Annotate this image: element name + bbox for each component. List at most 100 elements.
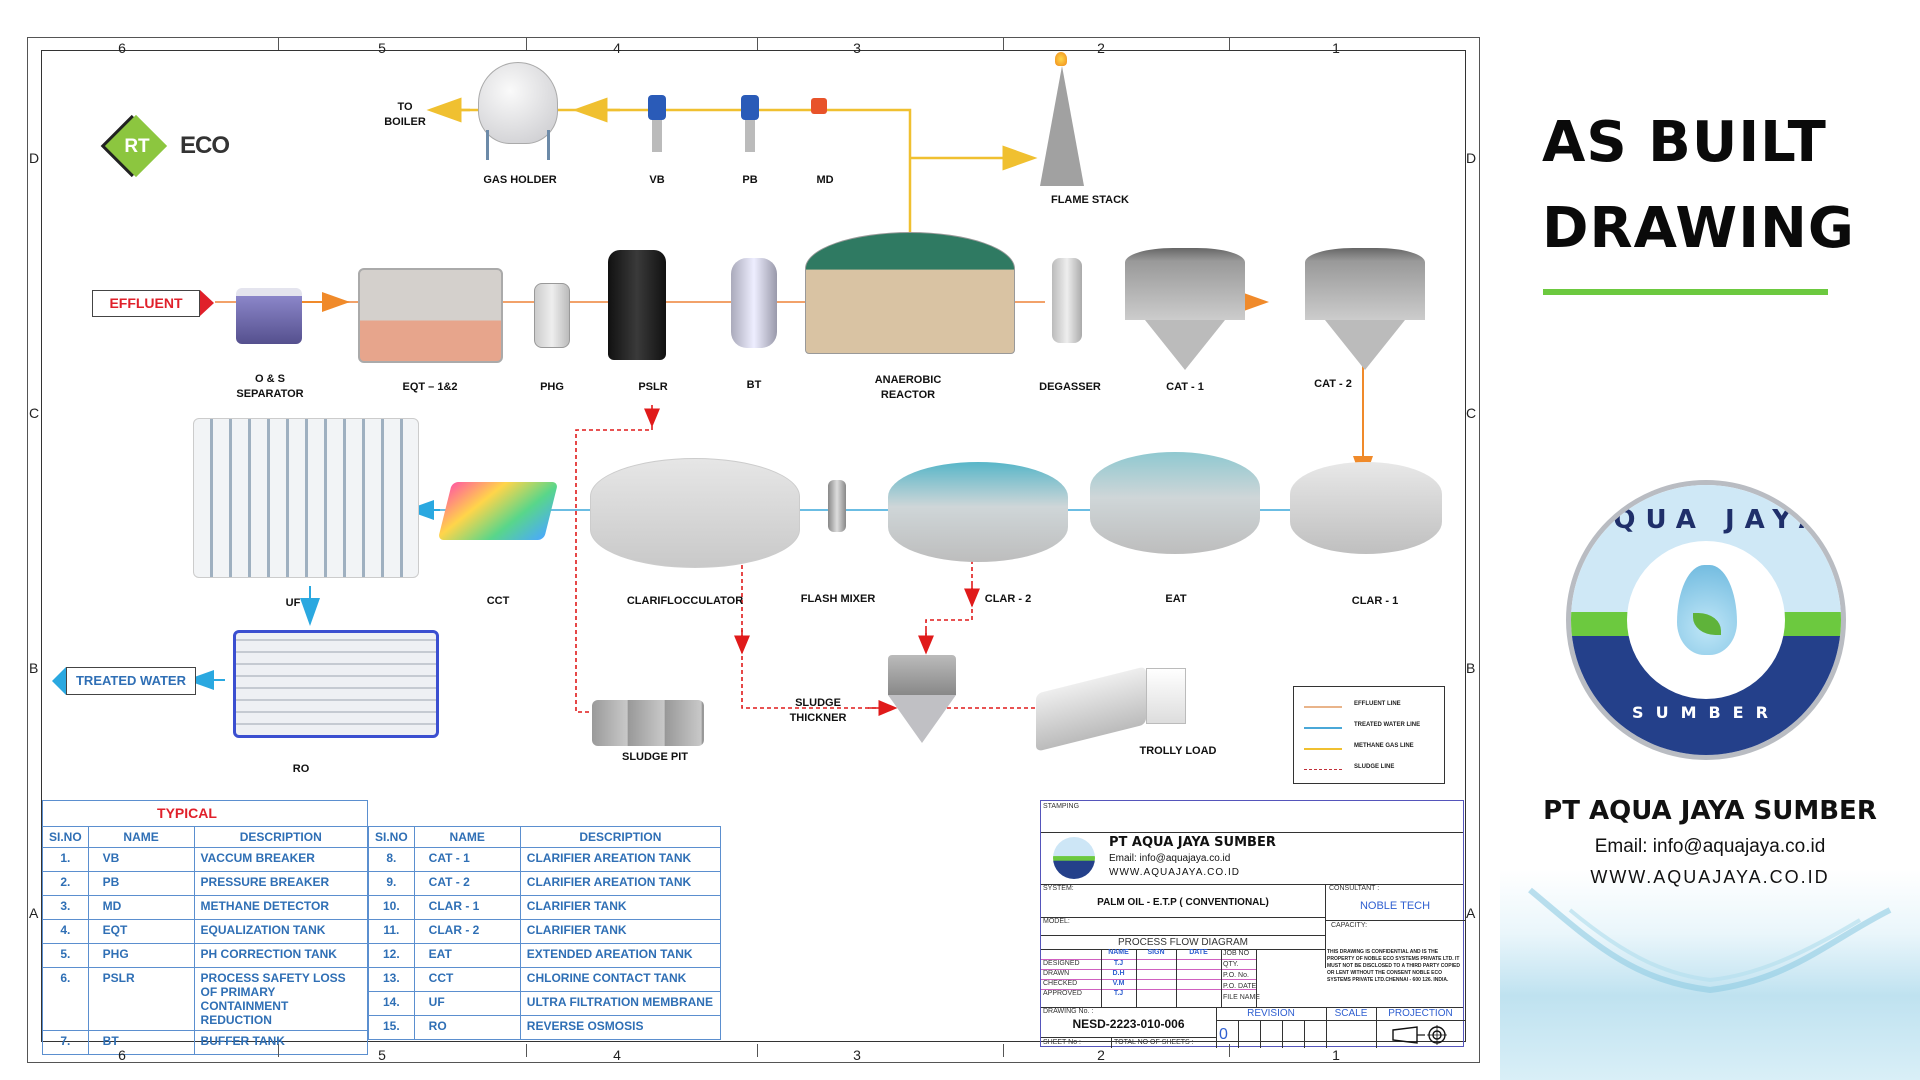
line-legend-label: TREATED WATER LINE bbox=[1354, 722, 1421, 728]
title-block-email: Email: info@aquajaya.co.id bbox=[1109, 853, 1231, 864]
row-name: CAT - 1 bbox=[413, 847, 521, 872]
zone-divider bbox=[757, 1044, 758, 1057]
capacity-label: CAPACITY: bbox=[1331, 922, 1368, 929]
gas-holder-icon bbox=[478, 62, 558, 144]
row-description: REVERSE OSMOSIS bbox=[519, 1015, 722, 1040]
job-field-label: FILE NAME bbox=[1223, 994, 1260, 1001]
row-name: EAT bbox=[413, 943, 521, 968]
line-legend-label: METHANE GAS LINE bbox=[1354, 743, 1414, 749]
row-description: PROCESS SAFETY LOSS OF PRIMARY CONTAINME… bbox=[193, 967, 369, 1031]
row-name: CLAR - 2 bbox=[413, 919, 521, 944]
zone-divider bbox=[526, 37, 527, 50]
leaf-icon bbox=[1693, 613, 1721, 635]
row-name: CAT - 2 bbox=[413, 871, 521, 896]
zone-row-D: D bbox=[1466, 150, 1477, 166]
gas-holder-label: GAS HOLDER bbox=[483, 174, 557, 186]
drawing-no-label: DRAWING No. : bbox=[1043, 1008, 1094, 1015]
revision-cell-divider bbox=[1304, 1020, 1305, 1048]
clariflocculator-icon bbox=[590, 458, 800, 568]
consultant-label: CONSULTANT : bbox=[1329, 885, 1380, 892]
cat-2-tank-icon bbox=[1305, 248, 1425, 320]
job-field-label: JOB NO bbox=[1223, 950, 1250, 957]
heading-line-1: AS BUILT bbox=[1542, 110, 1827, 175]
row-name: UF bbox=[413, 991, 521, 1016]
row-description: METHANE DETECTOR bbox=[193, 895, 369, 920]
row-description: ULTRA FILTRATION MEMBRANE bbox=[519, 991, 722, 1016]
cat-2-label: CAT - 2 bbox=[1314, 378, 1352, 390]
sign-role: CHECKED bbox=[1043, 980, 1078, 987]
phg-label: PHG bbox=[540, 381, 564, 393]
zone-column-6: 6 bbox=[118, 40, 126, 56]
zone-divider bbox=[1229, 1044, 1230, 1057]
water-drop-icon bbox=[1677, 565, 1737, 655]
pressure-breaker-icon bbox=[741, 95, 759, 120]
typical-title: TYPICAL bbox=[157, 805, 217, 821]
row-description: EQUALIZATION TANK bbox=[193, 919, 369, 944]
sign-header: SIGN bbox=[1147, 949, 1165, 956]
row-number: 10. bbox=[368, 895, 415, 920]
row-number: 4. bbox=[42, 919, 89, 944]
column-header: SI.NO bbox=[42, 826, 89, 848]
treated-water-outlet-tag: TREATED WATER bbox=[66, 667, 196, 695]
line-legend-item: SLUDGE LINE bbox=[1304, 764, 1439, 776]
row-description: PRESSURE BREAKER bbox=[193, 871, 369, 896]
zone-divider bbox=[1229, 37, 1230, 50]
sign-header: NAME bbox=[1108, 949, 1129, 956]
line-swatch-solid bbox=[1304, 706, 1342, 708]
zone-divider bbox=[1003, 37, 1004, 50]
line-swatch-dashed bbox=[1304, 769, 1342, 770]
row-number: 6. bbox=[42, 967, 89, 1031]
confidential-notice: THIS DRAWING IS CONFIDENTIAL AND IS THE … bbox=[1327, 949, 1460, 983]
job-field-label: QTY. bbox=[1223, 961, 1239, 968]
zone-divider bbox=[1003, 1044, 1004, 1057]
effluent-label: EFFLUENT bbox=[109, 295, 183, 311]
pslr-label: PSLR bbox=[638, 381, 668, 393]
revision-cell-divider bbox=[1282, 1020, 1283, 1048]
company-email[interactable]: Email: info@aquajaya.co.id bbox=[1594, 836, 1826, 857]
md-label: MD bbox=[816, 174, 834, 186]
flame-stack-tower-icon bbox=[1040, 66, 1084, 186]
zone-row-A: A bbox=[1466, 905, 1476, 921]
row-description: CLARIFIER AREATION TANK bbox=[519, 871, 722, 896]
eqt-label: EQT – 1&2 bbox=[402, 381, 458, 393]
sign-row-line bbox=[1041, 979, 1256, 980]
accent-underline bbox=[1543, 289, 1828, 295]
projection-label: PROJECTION bbox=[1388, 1008, 1453, 1019]
zone-column-2: 2 bbox=[1097, 40, 1105, 56]
row-description: CLARIFIER TANK bbox=[519, 919, 722, 944]
company-badge-small-icon bbox=[1053, 837, 1095, 879]
truck-cab-icon bbox=[1146, 668, 1186, 724]
ro-label: RO bbox=[292, 763, 310, 775]
zone-column-5: 5 bbox=[378, 40, 386, 56]
row-number: 5. bbox=[42, 943, 89, 968]
row-number: 2. bbox=[42, 871, 89, 896]
zone-divider bbox=[278, 37, 279, 50]
sludge-thickner-label: SLUDGE THICKNER bbox=[789, 697, 847, 724]
clar-1-tank-icon bbox=[1290, 462, 1442, 554]
zone-column-4: 4 bbox=[613, 1047, 621, 1063]
company-website[interactable]: WWW.AQUAJAYA.CO.ID bbox=[1590, 867, 1830, 887]
model-label: MODEL: bbox=[1043, 918, 1070, 925]
zone-column-5: 5 bbox=[378, 1047, 386, 1063]
sign-row-line bbox=[1041, 959, 1256, 960]
effluent-arrow-icon bbox=[200, 290, 214, 316]
gas-holder-legs-icon bbox=[486, 130, 550, 160]
typical-title-cell: TYPICAL bbox=[42, 800, 368, 826]
row-number: 11. bbox=[368, 919, 415, 944]
consultant-value: NOBLE TECH bbox=[1359, 900, 1431, 912]
trolly-load-label: TROLLY LOAD bbox=[1139, 745, 1217, 757]
revision-value: 0 bbox=[1219, 1026, 1228, 1043]
scale-label: SCALE bbox=[1334, 1008, 1368, 1019]
cat-1-cone-icon bbox=[1145, 320, 1225, 370]
sign-row-line bbox=[1041, 969, 1256, 970]
